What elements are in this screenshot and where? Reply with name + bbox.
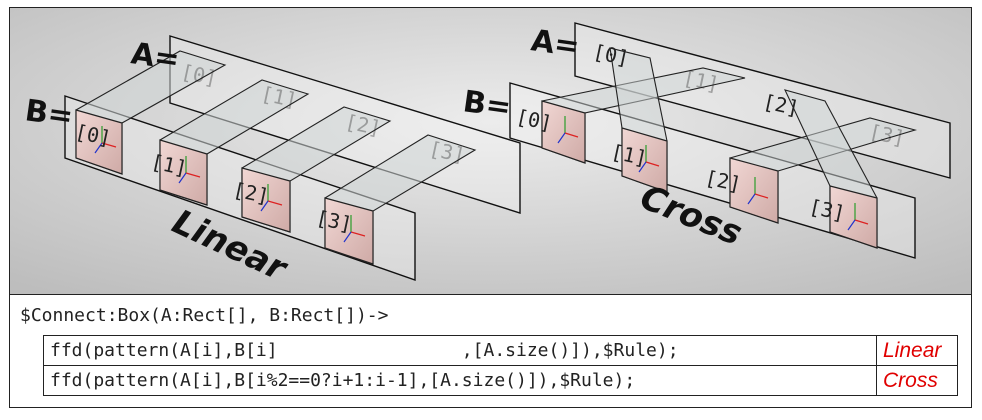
- code-label-linear: Linear: [876, 335, 958, 366]
- cross-b-face-0: [541, 100, 586, 164]
- linear-b-face-3: [324, 197, 374, 265]
- code-row-cross: ffd(pattern(A[i],B[i%2==0?i+1:i-1],[A.si…: [43, 365, 958, 396]
- code-label-cross: Cross: [876, 365, 958, 396]
- cross-b-face-2: [729, 157, 779, 224]
- linear-b-label: B=: [23, 93, 75, 134]
- linear-scene: A= B= [0] [1] [2] [3] [0] [1] [2] [3] Li…: [23, 35, 521, 290]
- cross-scene: A= B= [0] [1] [2] [3] [0] [1] [2] [3] Cr…: [461, 22, 951, 259]
- linear-b-face-1: [159, 139, 208, 206]
- cross-b-face-3: [829, 185, 878, 249]
- cross-b-face-1: [621, 127, 668, 193]
- linear-a-label: A=: [129, 36, 182, 77]
- cross-a-label: A=: [529, 23, 582, 64]
- rendered-scene: A= B= [0] [1] [2] [3] [0] [1] [2] [3] Li…: [10, 8, 971, 295]
- cross-b-label: B=: [461, 84, 513, 125]
- code-header: $Connect:Box(A:Rect[], B:Rect[])->: [20, 305, 389, 326]
- code-table: ffd(pattern(A[i],B[i] ,[A.size()]),$Rule…: [43, 335, 958, 396]
- code-row-linear: ffd(pattern(A[i],B[i] ,[A.size()]),$Rule…: [43, 335, 958, 366]
- linear-b-face-2: [241, 167, 291, 233]
- code-cell: ffd(pattern(A[i],B[i%2==0?i+1:i-1],[A.si…: [43, 365, 877, 396]
- code-cell: ffd(pattern(A[i],B[i] ,[A.size()]),$Rule…: [43, 335, 877, 366]
- linear-b-face-0: [75, 109, 123, 175]
- scene-svg: A= B= [0] [1] [2] [3] [0] [1] [2] [3] Li…: [10, 8, 971, 294]
- figure-frame: A= B= [0] [1] [2] [3] [0] [1] [2] [3] Li…: [9, 7, 972, 408]
- code-listing: $Connect:Box(A:Rect[], B:Rect[])-> ffd(p…: [10, 295, 971, 407]
